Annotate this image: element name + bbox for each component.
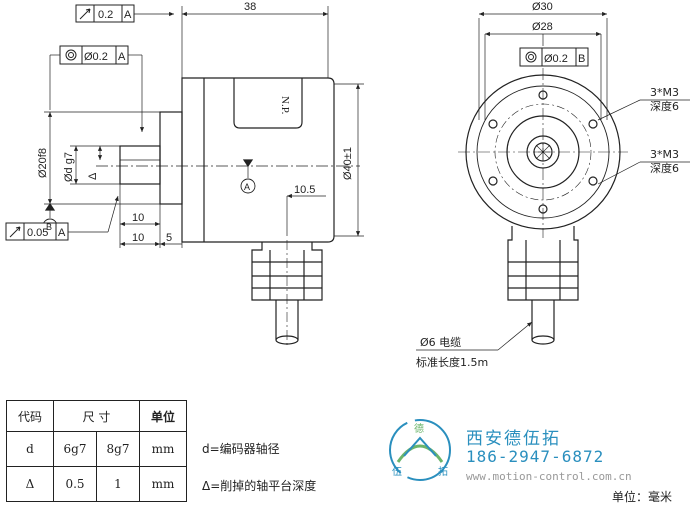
- table-row: Δ 0.5 1 mm: [6, 466, 187, 502]
- dim-dia30: Ø30: [532, 1, 553, 13]
- front-view: [416, 11, 690, 351]
- company-website[interactable]: www.motion-control.com.cn: [466, 470, 632, 483]
- logo-char-3: 拓: [438, 466, 448, 478]
- tolerance-frame-mid: [59, 45, 129, 65]
- screw-bottom-spec: 3*M3: [650, 148, 679, 161]
- unit-label: 单位：毫米: [612, 490, 673, 504]
- cell-size-2: 8g7: [96, 431, 140, 467]
- tol-top-value: 0.2: [98, 9, 113, 21]
- dim-delta: Δ: [87, 172, 99, 180]
- dim-10-flange: 10: [132, 232, 144, 244]
- screw-bottom-depth: 深度6: [650, 161, 679, 175]
- dim-10-5: 10.5: [294, 184, 315, 196]
- header-code: 代码: [6, 400, 54, 432]
- header-unit: 单位: [139, 400, 187, 432]
- note-flat-depth: Δ=削掉的轴平台深度: [202, 479, 317, 493]
- datum-a: A: [244, 182, 250, 192]
- logo-char-1: 德: [414, 422, 424, 435]
- company-name: 西安德伍拓: [466, 429, 561, 449]
- note-shaft-diameter: d=编码器轴径: [202, 442, 280, 456]
- dim-dia28: Ø28: [532, 21, 553, 33]
- cell-size-1: 6g7: [53, 431, 97, 467]
- header-size: 尺 寸: [53, 400, 140, 432]
- logo-char-2: 伍: [392, 466, 402, 478]
- dim-dia20: Ø20f8: [37, 148, 49, 178]
- cell-size-2: 1: [96, 466, 140, 502]
- dim-10-shaft: 10: [132, 212, 144, 224]
- dim-5: 5: [166, 232, 172, 244]
- table-row: d 6g7 8g7 mm: [6, 431, 187, 467]
- dim-shaft-d: Ød g7: [63, 152, 75, 182]
- label-np: N.P.: [279, 96, 291, 115]
- encoder-body: [181, 77, 335, 243]
- cell-unit: mm: [139, 431, 187, 467]
- tol-bottom-ref: A: [58, 227, 66, 239]
- front-tol-ref: B: [578, 53, 585, 65]
- tolerance-frame-top: [75, 4, 135, 23]
- screw-top-spec: 3*M3: [650, 86, 679, 99]
- dim-length: 38: [244, 1, 256, 13]
- cell-code: d: [6, 431, 54, 467]
- cell-code: Δ: [6, 466, 54, 502]
- table-header-row: 代码 尺 寸 单位: [6, 400, 187, 432]
- tol-top-ref: A: [124, 9, 132, 21]
- tolerance-frame-bottom: [5, 222, 69, 241]
- datum-b: B: [46, 222, 52, 232]
- cable-spec: Ø6 电缆: [420, 336, 461, 349]
- screw-top-depth: 深度6: [650, 99, 679, 113]
- cable: [275, 300, 299, 340]
- cell-size-1: 0.5: [53, 466, 97, 502]
- tol-mid-ref: A: [118, 51, 126, 63]
- company-logo-icon: 德 伍 拓: [389, 419, 451, 481]
- company-phone: 186-2947-6872: [466, 447, 605, 466]
- side-view: [42, 6, 364, 346]
- cable-length: 标准长度1.5m: [416, 355, 488, 369]
- tol-bottom-value: 0.05: [27, 227, 48, 239]
- dim-dia40: Ø40±1: [342, 147, 354, 180]
- spec-table: 代码 尺 寸 单位 d 6g7 8g7 mm Δ 0.5 1 mm: [6, 400, 187, 502]
- cell-unit: mm: [139, 466, 187, 502]
- shaft: [119, 145, 161, 185]
- front-tol-value: Ø0.2: [544, 53, 568, 65]
- tol-mid-value: Ø0.2: [84, 51, 108, 63]
- flange: [159, 111, 183, 205]
- tolerance-frame-front: [519, 47, 589, 67]
